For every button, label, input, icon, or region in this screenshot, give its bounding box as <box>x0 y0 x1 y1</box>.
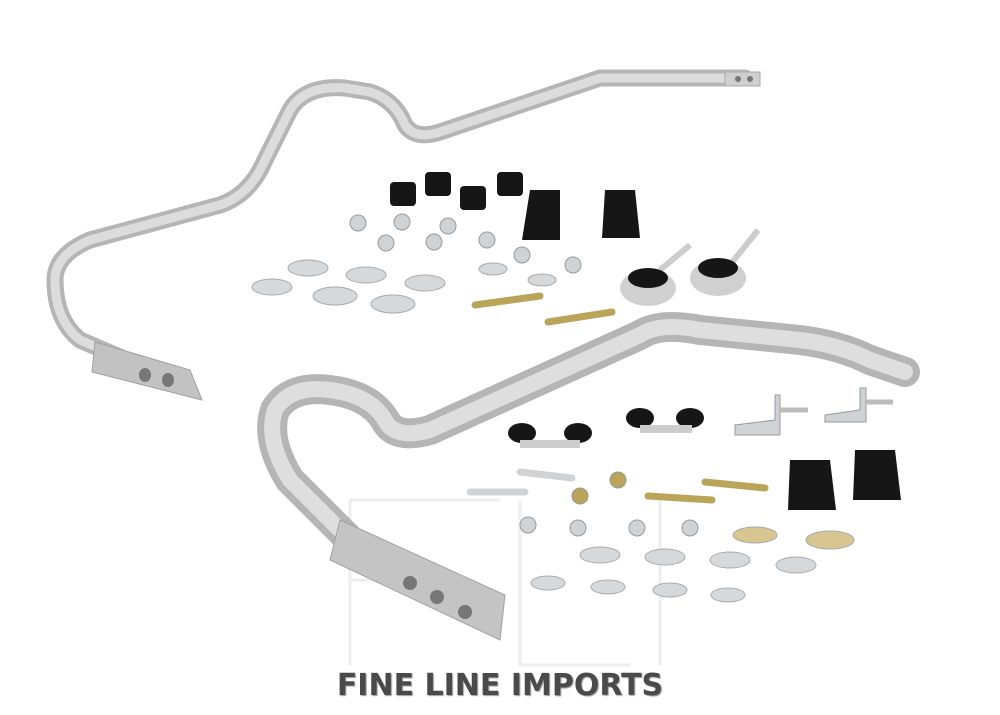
rear-sway-bar <box>257 311 920 641</box>
brackets <box>734 387 893 436</box>
bolts <box>466 292 769 504</box>
washers <box>251 259 855 603</box>
front-sway-bar <box>46 69 761 401</box>
end-links <box>508 228 761 448</box>
nuts <box>349 213 699 537</box>
bushings <box>390 172 901 510</box>
watermark-logo-text: FINE LINE IMPORTS <box>336 668 664 703</box>
